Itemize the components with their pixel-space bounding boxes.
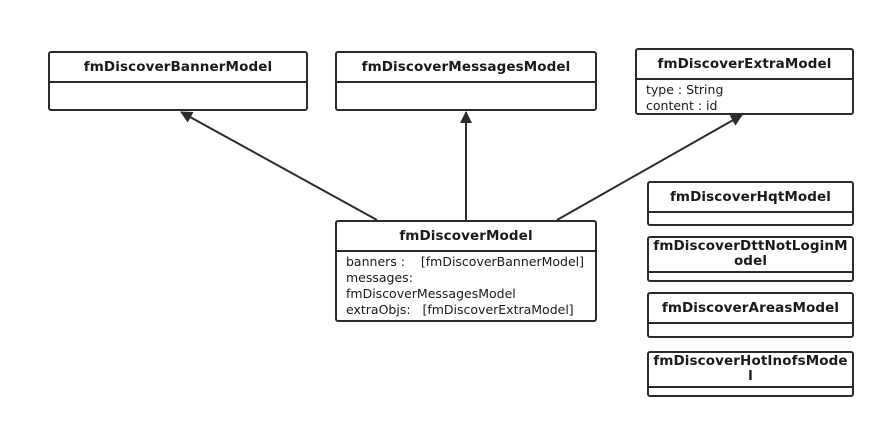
class-attributes-extra: type : String content : id — [637, 80, 852, 116]
class-name-hotinofs: fmDiscoverHotInofsMode l — [649, 353, 852, 388]
class-box-banner[interactable]: fmDiscoverBannerModel — [48, 51, 308, 111]
class-name-dtt-line2: odel — [733, 253, 768, 269]
attribute-messages: messages: — [346, 270, 413, 285]
attribute-banners: banners : [fmDiscoverBannerModel] — [346, 254, 584, 269]
attribute-extraobjs: extraObjs: [fmDiscoverExtraModel] — [346, 302, 574, 317]
class-name-hotinofs-line2: l — [748, 368, 753, 384]
class-box-hqt[interactable]: fmDiscoverHqtModel — [647, 181, 854, 226]
edge-model-to-extra — [556, 114, 743, 221]
attribute-messages-type: fmDiscoverMessagesModel — [346, 286, 516, 301]
class-name-hotinofs-line1: fmDiscoverHotInofsMode — [653, 353, 848, 369]
class-attributes-messages — [337, 83, 595, 87]
class-name-dtt-line1: fmDiscoverDttNotLoginM — [653, 238, 848, 254]
class-name-model: fmDiscoverModel — [337, 222, 595, 252]
class-name-dtt: fmDiscoverDttNotLoginM odel — [649, 238, 852, 273]
class-box-extra[interactable]: fmDiscoverExtraModel type : String conte… — [635, 48, 854, 115]
class-box-messages[interactable]: fmDiscoverMessagesModel — [335, 51, 597, 111]
edge-model-to-banner — [180, 111, 378, 221]
class-name-hqt: fmDiscoverHqtModel — [649, 183, 852, 213]
class-name-extra: fmDiscoverExtraModel — [637, 50, 852, 80]
class-attributes-model: banners : [fmDiscoverBannerModel] messag… — [337, 252, 595, 320]
class-name-banner: fmDiscoverBannerModel — [50, 53, 306, 83]
class-box-areas[interactable]: fmDiscoverAreasModel — [647, 292, 854, 338]
attribute-type: type : String — [646, 82, 724, 97]
class-attributes-banner — [50, 83, 306, 87]
class-name-messages: fmDiscoverMessagesModel — [337, 53, 595, 83]
class-box-model[interactable]: fmDiscoverModel banners : [fmDiscoverBan… — [335, 220, 597, 322]
attribute-content: content : id — [646, 98, 718, 113]
class-box-hotinofs[interactable]: fmDiscoverHotInofsMode l — [647, 351, 854, 397]
class-box-dtt[interactable]: fmDiscoverDttNotLoginM odel — [647, 236, 854, 282]
class-name-areas: fmDiscoverAreasModel — [649, 294, 852, 324]
